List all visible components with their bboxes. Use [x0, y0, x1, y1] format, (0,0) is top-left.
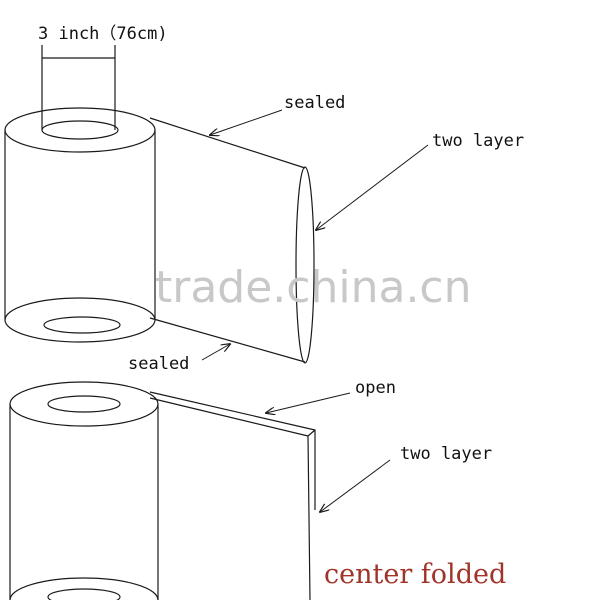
- top-roll-film: [149, 117, 306, 363]
- bottom-roll-arrows: [266, 392, 391, 512]
- bottom-roll-core-bottom: [47, 588, 121, 600]
- top-roll-sides: [4, 130, 156, 320]
- top-roll-core-top: [41, 120, 119, 140]
- sealed-top-arrow: [210, 109, 283, 135]
- sealed-bottom-arrow: [201, 344, 230, 361]
- core-dimension-label: 3 inch（76cm): [38, 24, 168, 44]
- watermark-text: trade.china.cn: [155, 262, 472, 313]
- top-roll-arrows: [201, 109, 429, 361]
- two-layer-top-arrow: [316, 144, 429, 230]
- bottom-roll-sides: [9, 404, 159, 600]
- bottom-roll-top-face: [9, 381, 159, 427]
- two-layer-top-label: two layer: [432, 131, 524, 151]
- open-label: open: [355, 378, 396, 398]
- two-layer-bottom-arrow: [320, 459, 391, 512]
- top-roll-top-face: [4, 107, 156, 153]
- bottom-roll-bottom-face: [9, 577, 159, 600]
- open-arrow: [266, 392, 351, 413]
- center-folded-label: center folded: [324, 559, 506, 590]
- sealed-bottom-label: sealed: [128, 354, 189, 374]
- top-roll-bottom-face: [4, 319, 156, 343]
- top-roll-bottom-face-back: [4, 297, 156, 321]
- core-width-guide: [41, 45, 116, 130]
- top-roll: [4, 45, 315, 364]
- top-roll-core-bottom: [43, 316, 121, 334]
- bottom-roll-core-top: [47, 395, 121, 413]
- two-layer-bottom-label: two layer: [400, 444, 492, 464]
- sealed-top-label: sealed: [284, 93, 345, 113]
- bottom-roll: [9, 381, 316, 600]
- top-roll-film-end: [295, 166, 315, 364]
- bottom-roll-film: [149, 391, 316, 600]
